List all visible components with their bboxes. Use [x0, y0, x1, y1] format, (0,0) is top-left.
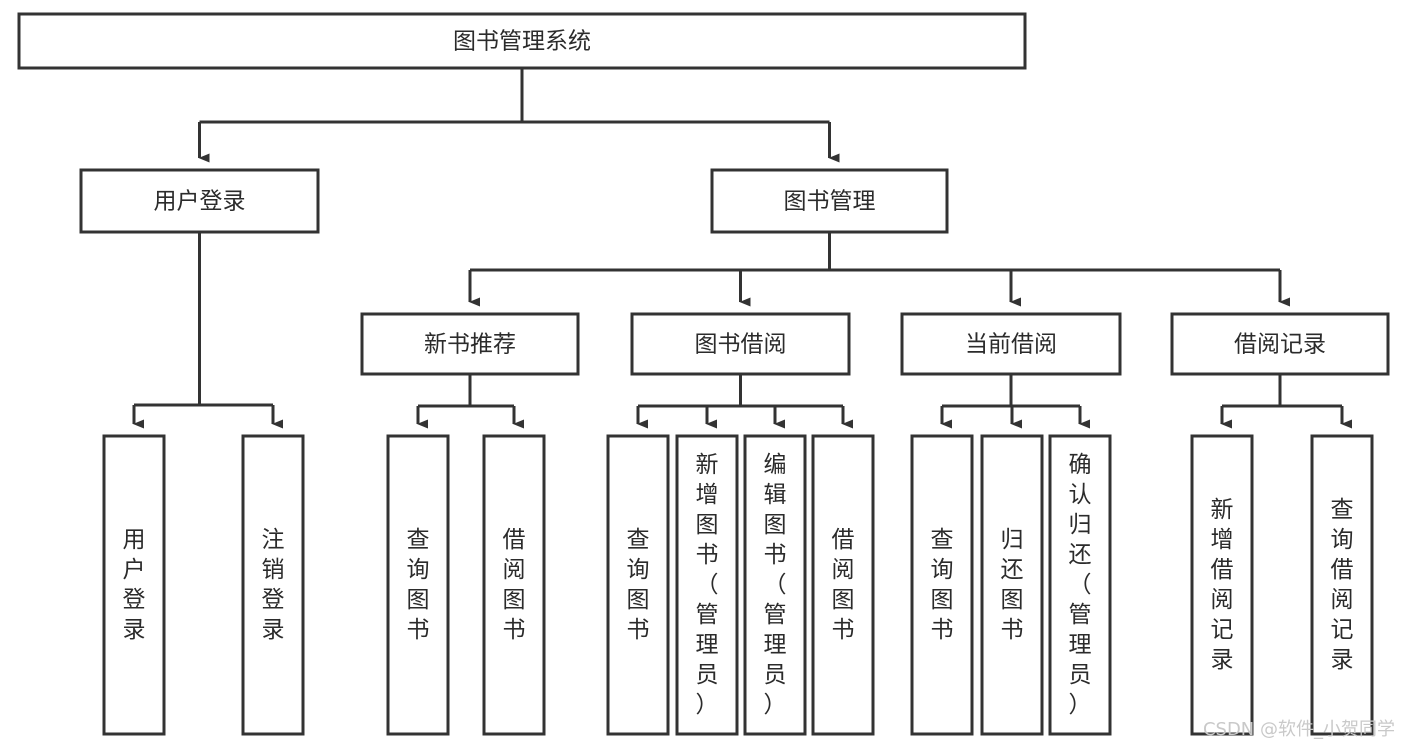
node-root-label: 图书管理系统	[453, 29, 591, 55]
node-leaf-user-1[interactable]: 注销登录	[241, 434, 305, 736]
node-leaf-user-1-box[interactable]	[241, 434, 305, 736]
node-leaf-book-borrow-1-label: 新增图书（管理员）	[696, 452, 719, 718]
node-boxes: 图书管理系统用户登录图书管理用户登录注销登录新书推荐查询图书借阅图书图书借阅查询…	[17, 12, 1390, 736]
node-level3-3[interactable]: 借阅记录	[1170, 312, 1390, 376]
node-level3-3-box[interactable]	[1170, 312, 1390, 376]
node-level2-1[interactable]: 图书管理	[710, 168, 949, 234]
connector-lines	[132, 68, 1352, 429]
node-level2-0-box[interactable]	[79, 168, 320, 234]
node-level3-3-label: 借阅记录	[1234, 332, 1326, 358]
node-leaf-current-borrow-0-label: 查询图书	[931, 527, 954, 643]
node-leaf-new-book-recommend-0-label: 查询图书	[407, 527, 430, 643]
node-level3-1-label: 图书借阅	[695, 332, 787, 358]
node-root-box[interactable]	[17, 12, 1027, 70]
node-leaf-book-borrow-0-label: 查询图书	[627, 527, 650, 643]
node-leaf-new-book-recommend-0-box[interactable]	[386, 434, 450, 736]
node-leaf-book-borrow-2-box[interactable]	[743, 434, 807, 736]
node-level2-0[interactable]: 用户登录	[79, 168, 320, 234]
node-level3-2[interactable]: 当前借阅	[900, 312, 1122, 376]
node-leaf-user-1-label: 注销登录	[262, 527, 285, 643]
node-leaf-book-borrow-3-box[interactable]	[811, 434, 875, 736]
node-leaf-new-book-recommend-1[interactable]: 借阅图书	[482, 434, 546, 736]
node-leaf-current-borrow-0[interactable]: 查询图书	[910, 434, 974, 736]
node-level2-0-label: 用户登录	[154, 189, 246, 215]
watermark-text: CSDN @软件_小贺同学	[1202, 719, 1395, 740]
node-leaf-current-borrow-2-box[interactable]	[1048, 434, 1112, 736]
node-level3-0-box[interactable]	[360, 312, 580, 376]
node-leaf-current-borrow-1-box[interactable]	[980, 434, 1044, 736]
node-leaf-book-borrow-1-box[interactable]	[675, 434, 739, 736]
node-leaf-new-book-recommend-0[interactable]: 查询图书	[386, 434, 450, 736]
node-leaf-book-borrow-2[interactable]: 编辑图书（管理员）	[743, 434, 807, 736]
node-level3-2-box[interactable]	[900, 312, 1122, 376]
node-level3-0[interactable]: 新书推荐	[360, 312, 580, 376]
node-leaf-user-0[interactable]: 用户登录	[102, 434, 166, 736]
node-leaf-book-borrow-0[interactable]: 查询图书	[606, 434, 670, 736]
node-leaf-current-borrow-1[interactable]: 归还图书	[980, 434, 1044, 736]
node-level3-2-label: 当前借阅	[965, 332, 1057, 358]
node-leaf-borrow-records-1-box[interactable]	[1310, 434, 1374, 736]
node-leaf-book-borrow-0-box[interactable]	[606, 434, 670, 736]
node-leaf-book-borrow-3-label: 借阅图书	[832, 527, 855, 643]
node-level3-0-label: 新书推荐	[424, 332, 516, 358]
node-leaf-user-0-label: 用户登录	[123, 527, 146, 643]
node-level3-1-box[interactable]	[630, 312, 851, 376]
node-leaf-borrow-records-0-box[interactable]	[1190, 434, 1254, 736]
node-leaf-book-borrow-3[interactable]: 借阅图书	[811, 434, 875, 736]
node-level2-1-label: 图书管理	[784, 189, 876, 215]
node-leaf-current-borrow-0-box[interactable]	[910, 434, 974, 736]
node-leaf-current-borrow-2[interactable]: 确认归还（管理员）	[1048, 434, 1112, 736]
node-leaf-borrow-records-0[interactable]: 新增借阅记录	[1190, 434, 1254, 736]
node-leaf-current-borrow-2-label: 确认归还（管理员）	[1069, 452, 1092, 718]
node-level3-1[interactable]: 图书借阅	[630, 312, 851, 376]
node-leaf-new-book-recommend-1-label: 借阅图书	[503, 527, 526, 643]
node-leaf-book-borrow-2-label: 编辑图书（管理员）	[764, 452, 787, 718]
node-leaf-book-borrow-1[interactable]: 新增图书（管理员）	[675, 434, 739, 736]
node-leaf-current-borrow-1-label: 归还图书	[1001, 527, 1024, 643]
node-leaf-user-0-box[interactable]	[102, 434, 166, 736]
node-leaf-new-book-recommend-1-box[interactable]	[482, 434, 546, 736]
node-leaf-borrow-records-1[interactable]: 查询借阅记录	[1310, 434, 1374, 736]
node-leaf-borrow-records-0-label: 新增借阅记录	[1211, 497, 1234, 673]
node-level2-1-box[interactable]	[710, 168, 949, 234]
node-leaf-borrow-records-1-label: 查询借阅记录	[1331, 497, 1354, 673]
node-root[interactable]: 图书管理系统	[17, 12, 1027, 70]
